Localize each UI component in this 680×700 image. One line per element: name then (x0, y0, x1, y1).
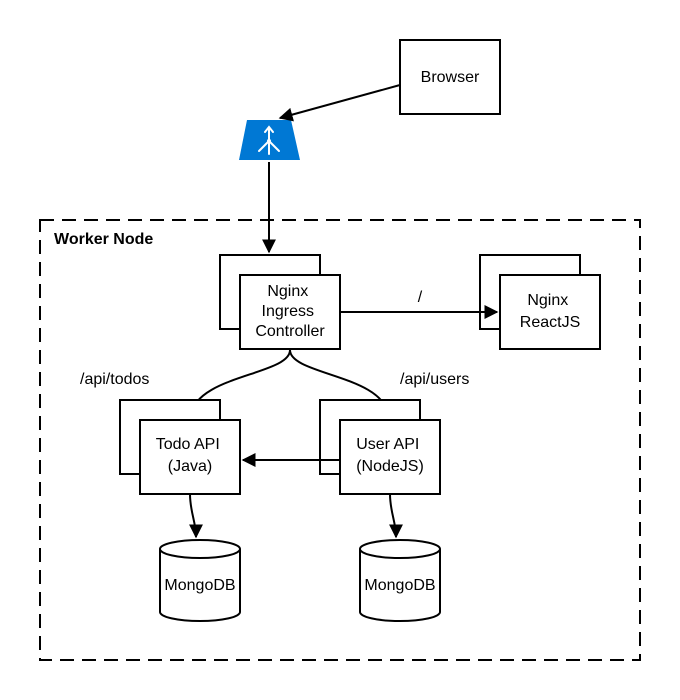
react-label: Nginx ReactJS (520, 292, 580, 331)
edge-users-label: /api/users (400, 371, 469, 388)
todo-box (139, 419, 241, 495)
mongodb-user-cylinder (359, 539, 441, 622)
react-box (499, 274, 601, 350)
load-balancer-icon (239, 120, 300, 160)
edge-todos-label: /api/todos (80, 371, 149, 388)
user-label: User API (NodeJS) (356, 436, 424, 475)
browser-box (399, 39, 501, 115)
ingress-label: Nginx Ingress Controller (255, 283, 325, 340)
worker-node-label: Worker Node (54, 231, 153, 248)
edge-browser-to-lb (278, 84, 401, 122)
browser-label: Browser (421, 69, 480, 86)
mongodb-todo-cylinder (159, 539, 241, 622)
worker-node-container (39, 219, 641, 661)
mongodb-user-label: MongoDB (364, 577, 435, 594)
mongodb-todo-label: MongoDB (164, 577, 235, 594)
edge-todo-to-mongo (188, 493, 203, 539)
ingress-box (239, 274, 341, 350)
todo-label: Todo API (Java) (156, 436, 225, 475)
edge-root-label: / (418, 289, 423, 306)
edge-user-to-mongo (388, 493, 403, 539)
user-box (339, 419, 441, 495)
